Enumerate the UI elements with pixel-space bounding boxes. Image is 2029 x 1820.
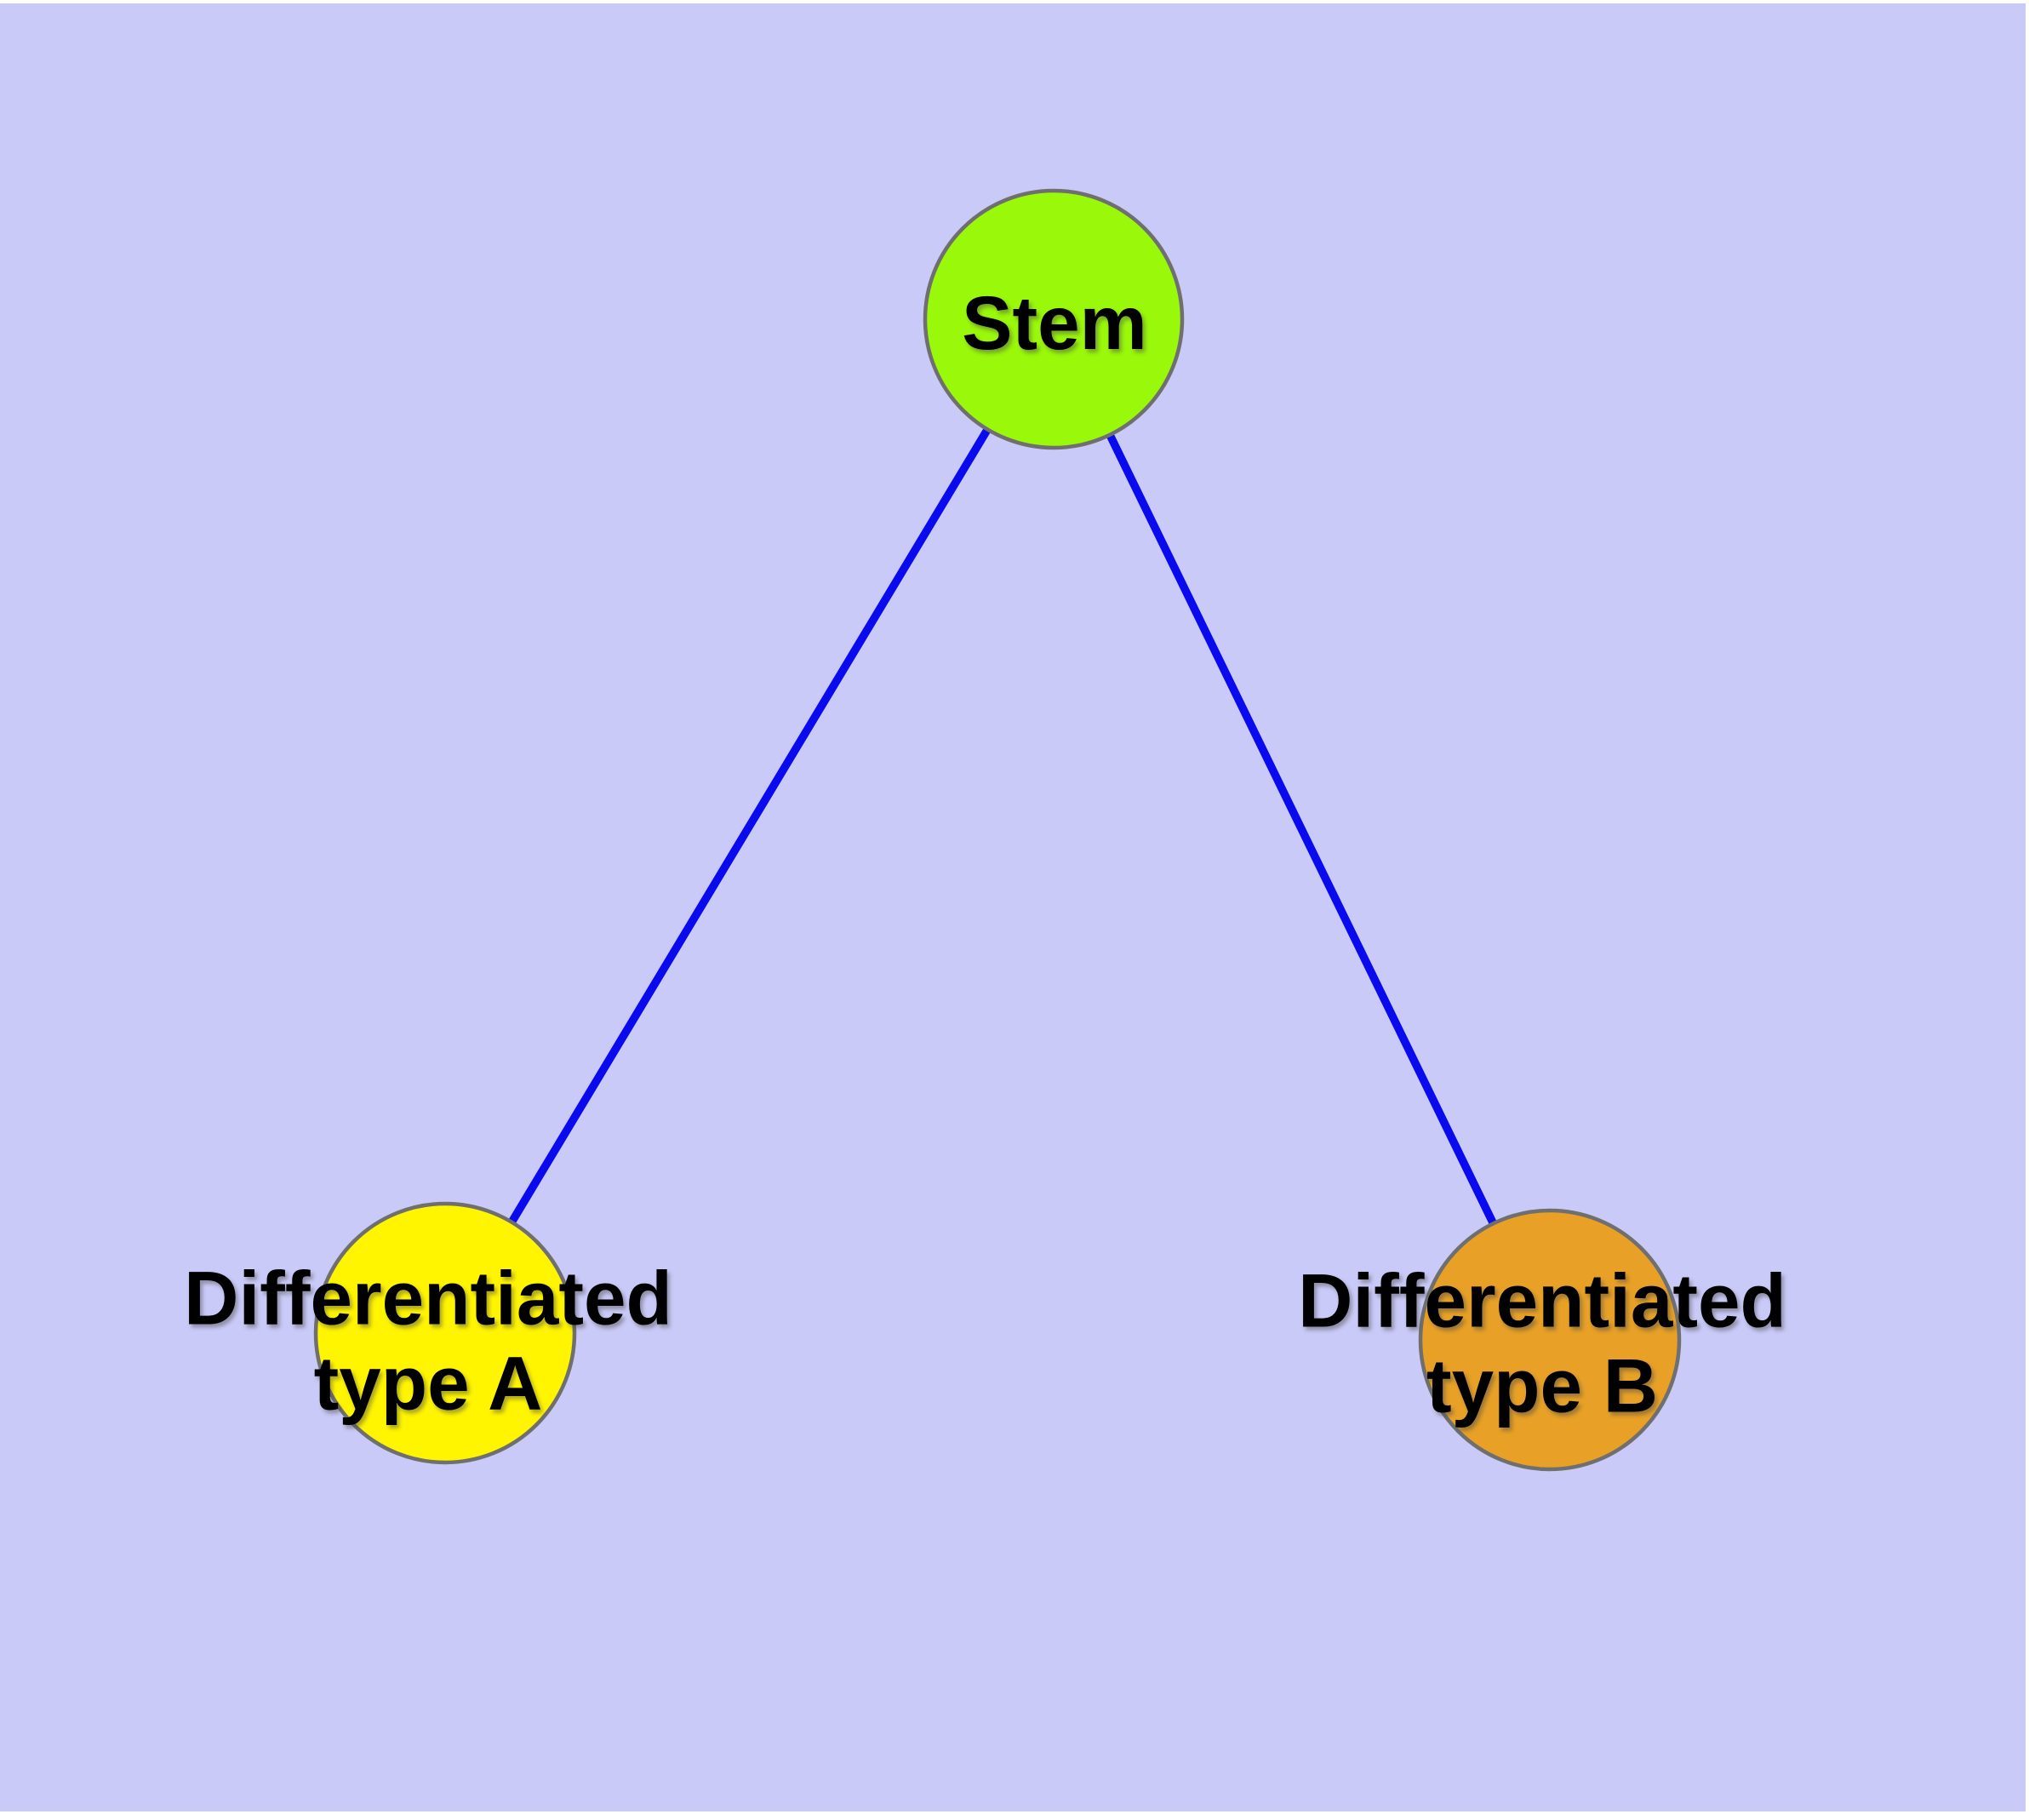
edge-stem-to-type-b: [1049, 317, 1554, 1342]
node-differentiated-type-a[interactable]: [313, 1201, 577, 1465]
node-stem[interactable]: [923, 188, 1185, 450]
edge-stem-to-type-a: [441, 317, 1058, 1336]
node-differentiated-type-b[interactable]: [1418, 1208, 1682, 1472]
